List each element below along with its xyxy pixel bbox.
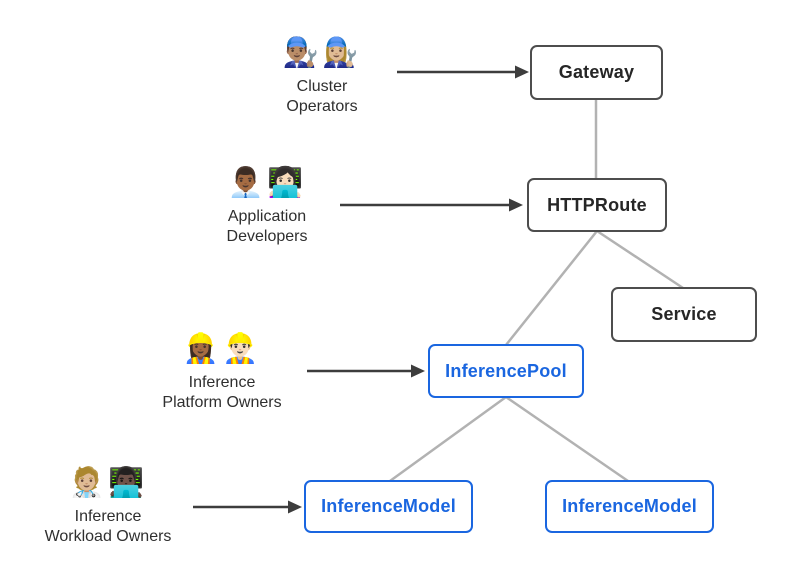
actor-inference-workload-owners: 🧑🏼‍⚕️👨🏿‍💻 Inference Workload Owners (8, 464, 208, 547)
actor-label-line2: Operators (286, 98, 358, 115)
actor-label-line1: Application (227, 208, 307, 225)
actor-label: Inference Workload Owners (8, 507, 208, 547)
arrow-cluster-operators-head (515, 65, 529, 79)
actor-label-line1: Inference (74, 508, 142, 525)
arrow-application-developers-head (509, 198, 523, 212)
actor-cluster-operators: 👨🏽‍🔧👩🏼‍🔧 Cluster Operators (242, 34, 402, 117)
arrow-workload-owners-head (288, 500, 302, 514)
application-developers-emoji-icon: 👨🏾‍💼👩🏻‍💻 (227, 167, 307, 199)
arrow-platform-owners-head (411, 364, 425, 378)
actor-label-line1: Inference (188, 374, 256, 391)
connector-inferencepool-model-left (388, 395, 508, 483)
actor-label-line1: Cluster (296, 78, 348, 95)
workload-owners-emoji-icon: 🧑🏼‍⚕️👨🏿‍💻 (68, 467, 148, 499)
connector-httproute-service (595, 229, 685, 290)
actor-label: Application Developers (187, 207, 347, 247)
actor-label: Inference Platform Owners (122, 373, 322, 413)
connector-httproute-inferencepool (504, 229, 599, 347)
actor-label: Cluster Operators (242, 77, 402, 117)
node-inferencemodel-left: InferenceModel (304, 480, 473, 533)
actor-label-line2: Platform Owners (162, 394, 282, 411)
node-inferencepool: InferencePool (428, 344, 584, 398)
node-httproute: HTTPRoute (527, 178, 667, 232)
actor-label-line2: Developers (226, 228, 308, 245)
node-inferencemodel-right: InferenceModel (545, 480, 714, 533)
connector-inferencepool-model-right (504, 395, 630, 483)
cluster-operators-emoji-icon: 👨🏽‍🔧👩🏼‍🔧 (282, 37, 362, 69)
node-gateway: Gateway (530, 45, 663, 100)
actor-label-line2: Workload Owners (44, 528, 172, 545)
node-service: Service (611, 287, 757, 342)
platform-owners-emoji-icon: 👷🏾‍♀️👷🏻‍♂️ (182, 333, 262, 365)
actor-inference-platform-owners: 👷🏾‍♀️👷🏻‍♂️ Inference Platform Owners (122, 330, 322, 413)
actor-application-developers: 👨🏾‍💼👩🏻‍💻 Application Developers (187, 164, 347, 247)
